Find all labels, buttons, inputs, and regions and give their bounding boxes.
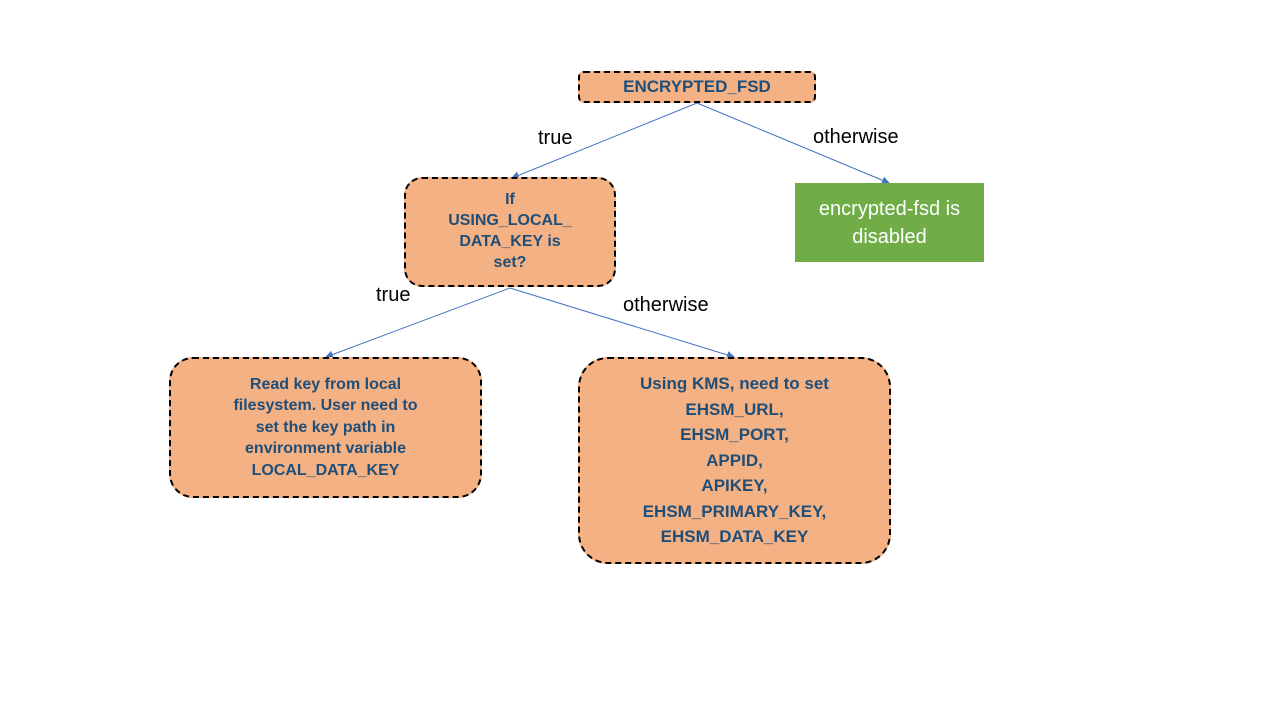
- node-question-line: DATA_KEY is: [459, 233, 561, 250]
- edge-label-root-true: true: [538, 127, 573, 149]
- edge-question-to-kms: [509, 287, 735, 359]
- node-encrypted-fsd-label: ENCRYPTED_FSD: [623, 77, 771, 97]
- node-local-line: environment variable: [245, 440, 406, 458]
- node-kms-line: EHSM_PORT,: [680, 425, 789, 445]
- edge-question-to-local: [325, 287, 511, 359]
- node-question-line: set?: [493, 253, 527, 271]
- node-kms-line: EHSM_PRIMARY_KEY,: [642, 501, 827, 521]
- edge-root-to-question: [511, 102, 698, 180]
- node-kms-line: APPID,: [706, 450, 763, 470]
- edge-root-to-disabled: [696, 102, 890, 184]
- node-disabled-line: disabled: [852, 225, 927, 248]
- node-local-line: Read key from local: [249, 375, 402, 393]
- node-kms-line: EHSM_URL,: [685, 399, 784, 419]
- node-question-line: USING_LOCAL_: [448, 212, 572, 230]
- node-local-line: LOCAL_DATA_KEY: [251, 461, 400, 479]
- node-encrypted-fsd: ENCRYPTED_FSD: [578, 71, 816, 103]
- edge-label-question-true: true: [376, 284, 411, 306]
- edge-label-question-otherwise: otherwise: [623, 294, 709, 316]
- edge-label-root-otherwise: otherwise: [813, 126, 899, 148]
- node-kms-line: Using KMS, need to set: [640, 374, 829, 394]
- node-kms-line: EHSM_DATA_KEY: [660, 527, 809, 547]
- node-local-line: filesystem. User need to: [233, 397, 418, 415]
- node-using-local-data-key: If USING_LOCAL_ DATA_KEY is set?: [404, 177, 616, 287]
- node-using-kms: Using KMS, need to set EHSM_URL, EHSM_PO…: [578, 357, 891, 564]
- node-read-local-key: Read key from local filesystem. User nee…: [169, 357, 482, 498]
- node-local-line: set the key path in: [255, 418, 396, 436]
- node-question-line: If: [505, 191, 515, 209]
- node-disabled: encrypted-fsd is disabled: [795, 183, 984, 262]
- node-disabled-line: encrypted-fsd is: [818, 197, 961, 220]
- node-kms-line: APIKEY,: [701, 476, 768, 496]
